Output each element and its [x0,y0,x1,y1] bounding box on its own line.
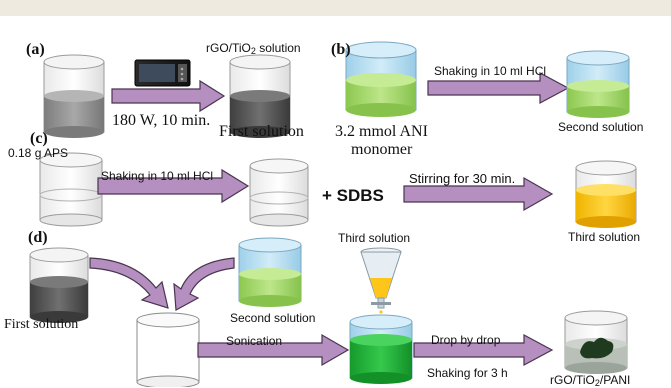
arrow-c2 [403,176,554,212]
process-c1: Shaking in 10 ml HCl [101,169,214,183]
arrow-d2 [413,333,554,367]
process-d1: Sonication [226,334,283,348]
beaker-blue-green-icon [566,50,630,118]
sdbs-label: + SDBS [322,186,384,205]
beaker-empty-icon [249,158,309,227]
process-d2-top: Drop by drop [431,333,501,347]
panel-label-b: (b) [331,41,351,58]
beaker-bright-green-icon [349,314,413,384]
second-solution-label: Second solution [558,120,644,134]
arrow-merge-right [173,257,235,311]
arrow-d1 [197,333,350,367]
panel-label-c: (c) [30,130,48,147]
final-product-sub: 2 [594,378,600,388]
arrow-c1 [97,168,250,204]
final-product-main: rGO/TiO [550,373,595,387]
beaker-empty-icon [39,152,103,227]
arrow-merge-left [89,257,169,309]
third-solution-label: Third solution [568,230,641,244]
beaker-blue-green-icon [238,237,302,307]
funnel-label: Third solution [338,231,411,245]
arrow-b [427,71,570,105]
beaker-blue-green-icon [345,41,417,117]
rgo-tio2-title-sub: 2 [250,46,256,56]
beaker-product-icon [564,310,628,374]
beaker-dark-icon [229,54,291,138]
aps-label: 0.18 g APS [8,146,69,160]
beaker-dark-icon [29,247,89,323]
arrow-a [111,79,226,113]
first-solution-label-d: First solution [4,317,79,332]
ani-label-line2: monomer [351,141,413,158]
microwave-condition: 180 W, 10 min. [112,112,211,129]
process-b: Shaking in 10 ml HCl [434,64,547,78]
panel-label-a: (a) [26,41,45,58]
rgo-tio2-title: rGO/TiO2 solution [206,42,301,56]
final-product-end: /PANI [599,373,631,387]
panel-label-d: (d) [28,229,48,246]
final-product-label: rGO/TiO2/PANI [550,374,630,388]
rgo-tio2-title-end: solution [255,41,301,55]
first-solution-label: First solution [219,123,304,140]
rgo-tio2-title-main: rGO/TiO [206,41,251,55]
microwave-icon [134,59,191,87]
beaker-gray-icon [43,54,105,138]
top-banner [0,0,671,16]
separatory-funnel-icon [360,247,402,314]
process-d2-bottom: Shaking for 3 h [427,366,508,380]
second-solution-label-d: Second solution [230,311,316,325]
beaker-empty-icon [136,312,200,387]
ani-label-line1: 3.2 mmol ANI [335,123,428,140]
beaker-yellow-icon [575,160,637,228]
process-c2: Stirring for 30 min. [409,171,516,186]
